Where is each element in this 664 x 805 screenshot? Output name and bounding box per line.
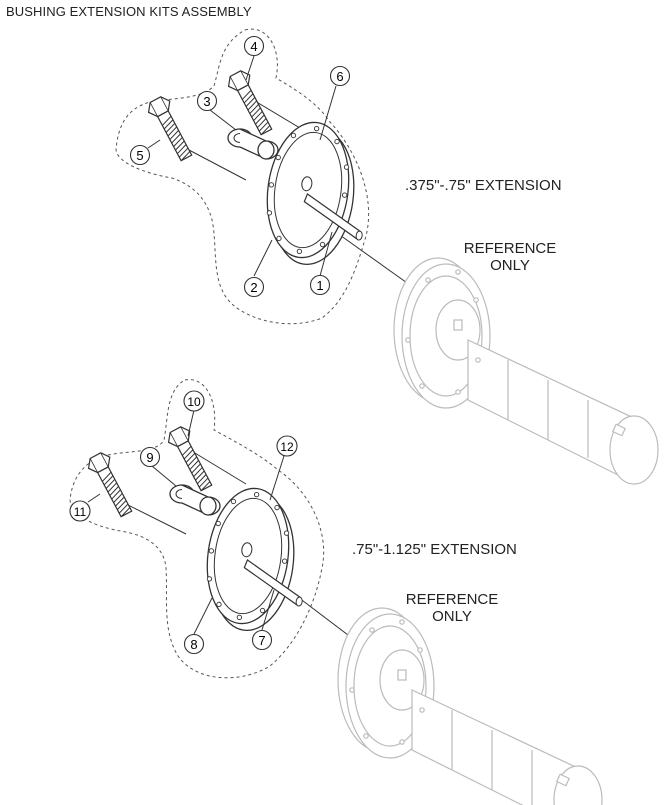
kit2-reference-note: REFERENCE ONLY bbox=[402, 591, 502, 625]
kit1-boundary bbox=[115, 28, 370, 325]
kit1-reference-note: REFERENCE ONLY bbox=[460, 240, 560, 274]
reference-line-1: REFERENCE bbox=[463, 240, 557, 257]
svg-text:4: 4 bbox=[250, 39, 257, 54]
diagram-title: BUSHING EXTENSION KITS ASSEMBLY bbox=[6, 4, 252, 19]
bolt-icon bbox=[84, 449, 138, 521]
svg-text:2: 2 bbox=[250, 280, 257, 295]
reference-line-2: ONLY bbox=[490, 257, 530, 274]
svg-text:1: 1 bbox=[316, 278, 323, 293]
callout-6: 6 bbox=[329, 65, 351, 87]
kit2-assembly: 7 8 9 10 11 12 bbox=[69, 379, 603, 805]
svg-text:10: 10 bbox=[187, 395, 201, 409]
svg-text:6: 6 bbox=[336, 69, 343, 84]
kit1-callouts: 1 2 3 4 5 6 bbox=[129, 35, 351, 298]
bushing-icon bbox=[227, 128, 279, 160]
callout-4: 4 bbox=[243, 35, 265, 57]
callout-7: 7 bbox=[251, 629, 273, 651]
svg-text:7: 7 bbox=[258, 633, 265, 648]
kit2-callouts: 7 8 9 10 11 12 bbox=[69, 390, 298, 655]
callout-3: 3 bbox=[196, 90, 218, 112]
kit1-extension-label: .375"-.75" EXTENSION bbox=[405, 177, 562, 194]
reference-line-2: ONLY bbox=[432, 608, 472, 625]
bolt-icon bbox=[144, 93, 198, 165]
reference-shaft-icon bbox=[393, 257, 659, 485]
kit2-extension-label: .75"-1.125" EXTENSION bbox=[352, 541, 517, 558]
svg-text:3: 3 bbox=[203, 94, 210, 109]
bushing-icon bbox=[169, 484, 221, 516]
callout-5: 5 bbox=[129, 144, 151, 166]
reference-shaft-icon bbox=[337, 607, 603, 805]
svg-text:8: 8 bbox=[190, 637, 197, 652]
svg-text:12: 12 bbox=[280, 440, 294, 454]
callout-1: 1 bbox=[309, 274, 331, 296]
svg-text:9: 9 bbox=[146, 450, 153, 465]
callout-12: 12 bbox=[276, 435, 298, 457]
callout-11: 11 bbox=[69, 500, 91, 522]
callout-9: 9 bbox=[139, 446, 161, 468]
callout-8: 8 bbox=[183, 633, 205, 655]
callout-10: 10 bbox=[183, 390, 205, 412]
callout-2: 2 bbox=[243, 276, 265, 298]
reference-line-1: REFERENCE bbox=[405, 591, 499, 608]
svg-text:11: 11 bbox=[74, 505, 87, 519]
svg-text:5: 5 bbox=[136, 148, 143, 163]
kit1-assembly: 1 2 3 4 5 6 bbox=[115, 28, 659, 485]
